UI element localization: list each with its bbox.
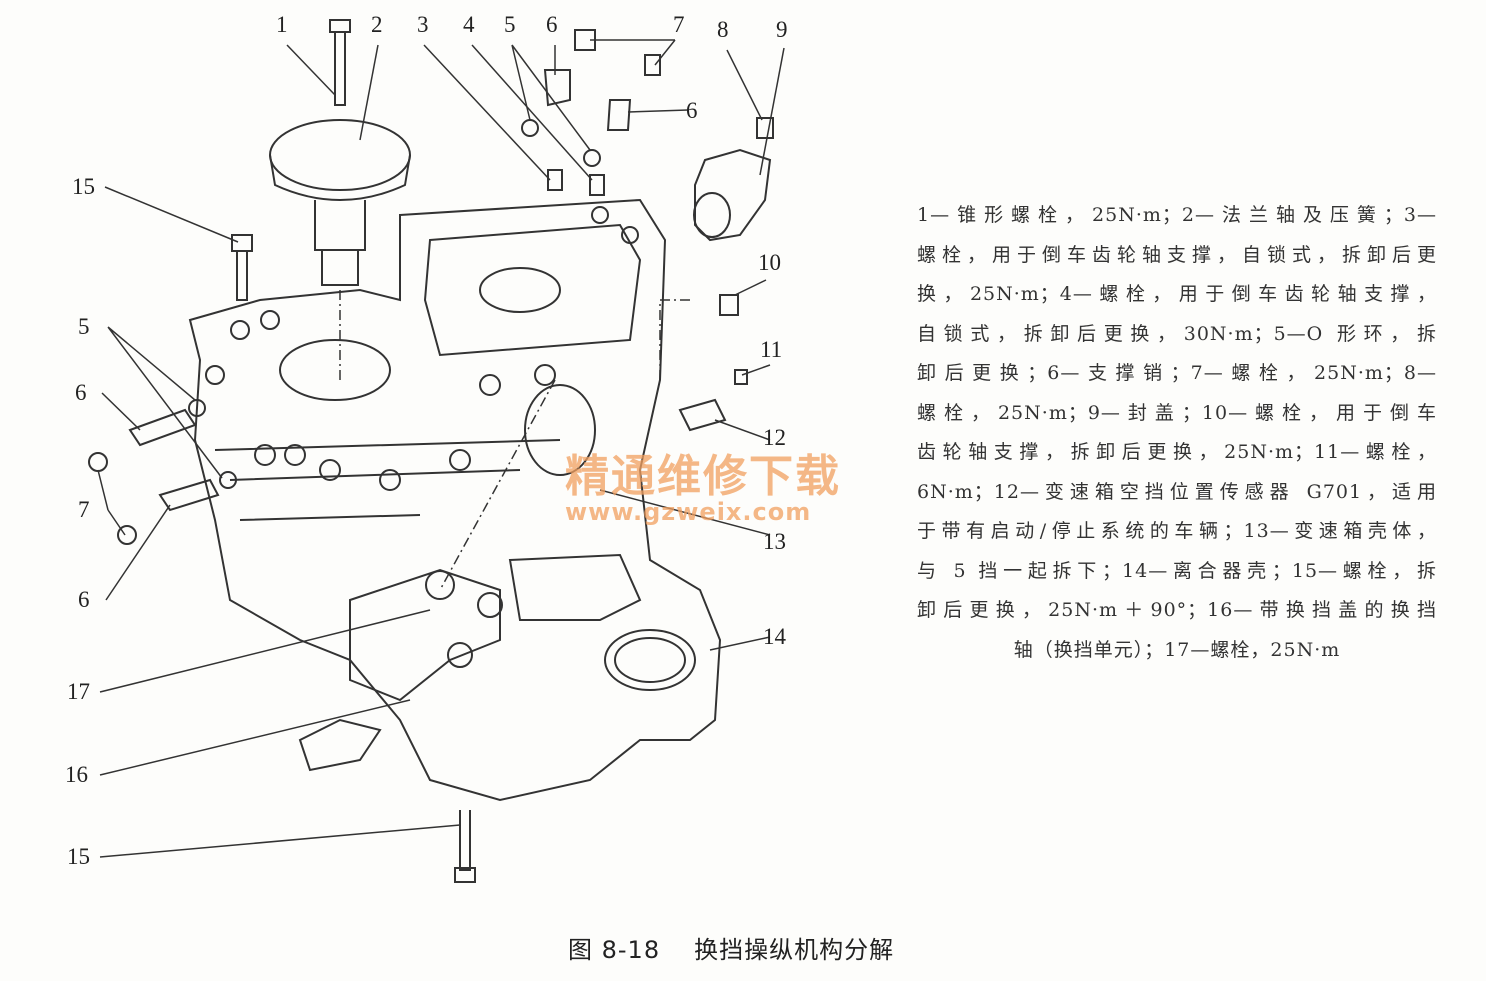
callout-13: 13 [763,529,786,554]
figure-caption: 图 8-18 换挡操纵机构分解 [568,930,928,965]
callout-6: 6 [75,380,87,405]
callout-7: 7 [78,497,90,522]
callout-6: 6 [546,12,558,37]
callout-3: 3 [417,12,429,37]
callout-10: 10 [758,250,781,275]
legend-line: 于带有启动/停止系统的车辆；13—变速箱壳体， [917,520,1437,542]
callout-12: 12 [763,425,786,450]
legend-line: 卸后更换；6—支撑销；7—螺栓，25N·m；8— [917,362,1437,384]
legend-line: 与 5 挡一起拆下；14—离合器壳；15—螺栓，拆 [917,559,1437,582]
callout-1: 1 [276,12,288,37]
callout-17: 17 [67,679,90,704]
callout-9: 9 [776,17,788,42]
legend-line: 螺栓，25N·m；9—封盖；10—螺栓，用于倒车 [917,401,1437,424]
callout-15: 15 [67,844,90,869]
callout-11: 11 [760,337,783,362]
legend-line: 1—锥形螺栓，25N·m；2—法兰轴及压簧；3— [917,204,1437,226]
callout-5: 5 [78,314,90,339]
callout-15: 15 [72,174,95,199]
figure-number: 图 8-18 [568,936,661,964]
legend-line: 螺栓，用于倒车齿轮轴支撑，自锁式，拆卸后更 [917,243,1437,266]
watermark-url: www.gzweix.com [565,498,812,526]
legend-line: 轴（换挡单元）；17—螺栓，25N·m [1013,638,1341,661]
gearbox-housing [188,198,722,802]
callout-2: 2 [371,12,383,37]
parts-legend: 1—锥形螺栓，25N·m；2—法兰轴及压簧；3— 螺栓，用于倒车齿轮轴支撑，自锁… [917,196,1437,670]
callout-14: 14 [763,624,786,649]
callout-5: 5 [504,12,516,37]
callout-6: 6 [78,587,90,612]
callout-6: 6 [686,98,698,123]
watermark-text: 精通维修下载 [565,451,841,502]
legend-line: 6N·m；12—变速箱空挡位置传感器 G701，适用 [917,480,1437,503]
legend-line: 卸后更换，25N·m＋90°；16—带换挡盖的换挡 [917,599,1437,621]
callout-8: 8 [717,17,729,42]
legend-line: 齿轮轴支撑，拆卸后更换，25N·m；11—螺栓， [917,441,1437,463]
figure-title: 换挡操纵机构分解 [694,936,895,964]
legend-line: 换，25N·m；4—螺栓，用于倒车齿轮轴支撑， [917,283,1437,305]
callout-4: 4 [463,12,475,37]
watermark: 精通维修下载 www.gzweix.com [565,451,841,526]
legend-line: 自锁式，拆卸后更换，30N·m；5—O 形环，拆 [917,322,1437,345]
callout-7: 7 [673,12,685,37]
callout-16: 16 [65,762,88,787]
